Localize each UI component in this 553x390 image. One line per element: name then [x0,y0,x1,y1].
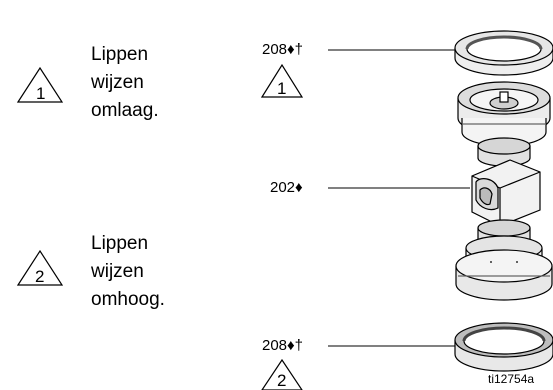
bottom-seal-marker-triangle-icon: 2 [261,358,303,390]
note-1-text: Lippen wijzen omlaag. [91,41,159,125]
note-2-triangle-icon: 2 [16,249,64,286]
note-2-triangle-number: 2 [35,267,44,286]
bottom-seal-callout-label: 208♦† [262,337,304,354]
note-2-text: Lippen wijzen omhoog. [91,230,165,314]
top-seal-callout-label: 208♦† [262,41,304,58]
note-1-direction: omlaag [91,100,154,121]
note-1-triangle-icon: 1 [16,66,64,103]
top-seal-ring [454,30,553,76]
note-1-line-2: wijzen [91,72,144,93]
note-2-period: . [159,289,165,310]
middle-part [471,159,541,227]
note-1-period: . [153,100,159,121]
middle-part-callout-label: 202♦ [270,179,303,196]
note-2-line-2: wijzen [91,261,144,282]
bottom-seal-marker-number: 2 [277,371,286,390]
figure-id-label: ti12754a [488,372,535,386]
bottom-seal-ring [454,322,553,372]
top-seal-marker-triangle-icon: 1 [260,63,304,98]
note-2-line-1: Lippen [91,233,149,254]
note-2-direction: omhoog [91,289,160,310]
lower-gland [455,219,553,301]
note-1-line-1: Lippen [91,44,149,65]
upper-gland [457,81,551,167]
note-1-triangle-number: 1 [36,84,45,103]
top-seal-marker-number: 1 [277,79,286,98]
